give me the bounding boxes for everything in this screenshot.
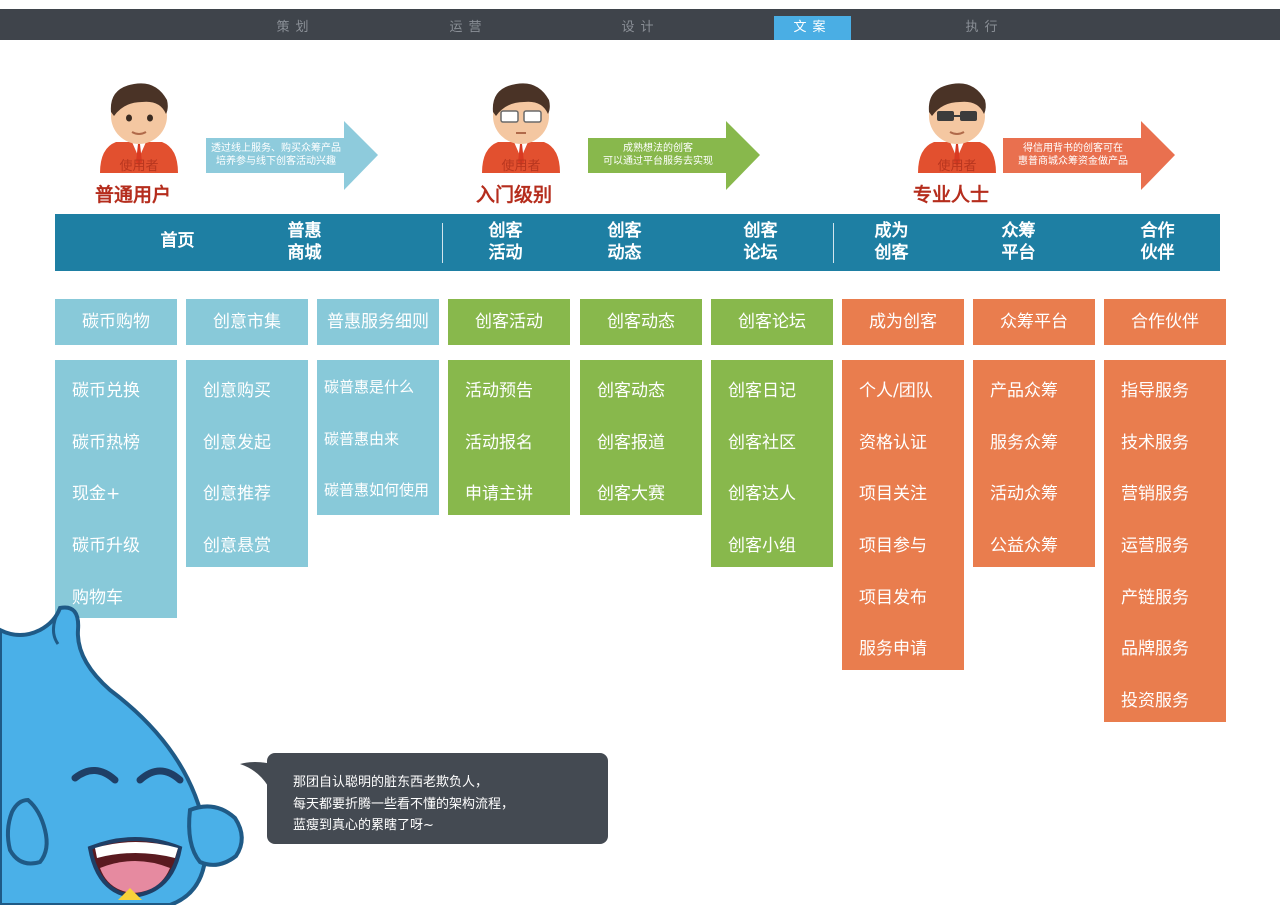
list-item[interactable]: 活动众筹	[990, 484, 1058, 505]
list-item[interactable]: 创客动态	[597, 381, 665, 401]
arrow-right-icon	[588, 121, 760, 190]
list-item[interactable]: 投资服务	[1121, 691, 1189, 712]
list-item[interactable]: 个人/团队	[859, 381, 933, 401]
persona-label-professional: 专业人士	[913, 184, 990, 206]
top-tab-bar: 策划 运营 设计 文案 执行	[0, 9, 1280, 40]
column-header[interactable]: 创客活动	[448, 299, 570, 345]
persona-avatar-icon: 使用者	[100, 83, 178, 174]
nav-partners[interactable]: 合作 伙伴	[1140, 221, 1175, 263]
tab-execution[interactable]: 执行	[965, 20, 1004, 35]
column-list: 创客动态 创客报道 创客大赛	[580, 360, 702, 516]
list-item[interactable]: 服务众筹	[990, 432, 1058, 453]
list-item[interactable]: 资格认证	[859, 432, 927, 453]
column-list: 指导服务 技术服务 营销服务 运营服务 产链服务 品牌服务 投资服务	[1104, 360, 1226, 722]
arrow-caption: 透过线上服务、购买众筹产品 培养参与线下创客活动兴趣	[211, 143, 341, 167]
list-item[interactable]: 创意悬赏	[203, 536, 271, 557]
list-item[interactable]: 创意购买	[203, 381, 271, 401]
nav-maker-news[interactable]: 创客 动态	[607, 221, 642, 263]
list-item[interactable]: 碳普惠如何使用	[324, 481, 430, 500]
tab-operations[interactable]: 运营	[449, 20, 488, 35]
column-list: 创客日记 创客社区 创客达人 创客小组	[711, 360, 833, 567]
nav-crowdfunding[interactable]: 众筹 平台	[1001, 221, 1036, 263]
list-item[interactable]: 创客社区	[728, 432, 796, 453]
main-nav-band: 首页 普惠 商城 创客 活动 创客 动态 创客 论坛 成为 创客 众筹 平台 合…	[55, 214, 1220, 271]
list-item[interactable]: 创客小组	[728, 536, 796, 557]
speech-bubble	[267, 753, 608, 844]
column-header[interactable]: 碳币购物	[55, 299, 177, 345]
arrow-caption: 得信用背书的创客可在 惠普商城众筹资金做产品	[1018, 143, 1128, 167]
persona-label-beginner: 入门级别	[476, 184, 553, 206]
list-item[interactable]: 项目参与	[859, 536, 927, 557]
svg-text:使用者: 使用者	[119, 158, 158, 174]
list-item[interactable]: 产链服务	[1121, 587, 1189, 608]
persona-label-regular-user: 普通用户	[95, 184, 172, 206]
list-item[interactable]: 营销服务	[1121, 484, 1189, 505]
column-list: 个人/团队 资格认证 项目关注 项目参与 项目发布 服务申请	[842, 360, 964, 671]
tab-copywriting[interactable]: 文案	[774, 16, 851, 40]
persona-avatar-icon: 使用者	[918, 83, 996, 174]
column-header[interactable]: 创意市集	[186, 299, 308, 345]
column-list: 碳币兑换 碳币热榜 现金+ 碳币升级 购物车	[55, 360, 177, 619]
column-list: 活动预告 活动报名 申请主讲	[448, 360, 570, 516]
list-item[interactable]: 碳币兑换	[72, 381, 140, 401]
list-item[interactable]: 购物车	[72, 587, 123, 608]
list-item[interactable]: 活动报名	[465, 432, 533, 453]
nav-maker-activities[interactable]: 创客 活动	[488, 221, 523, 263]
list-item[interactable]: 指导服务	[1121, 381, 1189, 401]
list-item[interactable]: 碳普惠由来	[324, 429, 400, 448]
svg-text:使用者: 使用者	[501, 158, 540, 174]
arrow-right-icon	[206, 121, 378, 190]
column-header[interactable]: 合作伙伴	[1104, 299, 1226, 345]
column-header[interactable]: 普惠服务细则	[317, 299, 439, 345]
column-header[interactable]: 众筹平台	[973, 299, 1095, 345]
list-item[interactable]: 现金+	[72, 484, 121, 505]
list-item[interactable]: 创客达人	[728, 484, 796, 505]
list-item[interactable]: 创意发起	[203, 432, 271, 453]
water-drop-mascot-icon	[0, 605, 244, 905]
svg-text:使用者: 使用者	[937, 158, 976, 174]
column-header[interactable]: 创客动态	[580, 299, 702, 345]
column-header[interactable]: 成为创客	[842, 299, 964, 345]
list-item[interactable]: 产品众筹	[990, 381, 1058, 401]
speech-bubble-line: 每天都要折腾一些看不懂的架构流程，	[293, 797, 515, 812]
nav-divider	[833, 223, 834, 263]
column-list: 碳普惠是什么 碳普惠由来 碳普惠如何使用	[317, 360, 439, 516]
speech-bubble-line: 蓝瘦到真心的累瞎了呀~	[293, 818, 434, 833]
list-item[interactable]: 碳币升级	[72, 536, 140, 557]
arrow-right-icon	[1003, 121, 1175, 190]
nav-maker-forum[interactable]: 创客 论坛	[743, 221, 778, 263]
persona-avatar-icon: 使用者	[482, 83, 560, 174]
arrow-caption: 成熟想法的创客 可以通过平台服务去实现	[603, 143, 713, 167]
tab-design[interactable]: 设计	[621, 20, 660, 35]
column-header[interactable]: 创客论坛	[711, 299, 833, 345]
list-item[interactable]: 申请主讲	[465, 484, 533, 505]
list-item[interactable]: 创客报道	[597, 432, 665, 453]
column-list: 产品众筹 服务众筹 活动众筹 公益众筹	[973, 360, 1095, 567]
list-item[interactable]: 项目关注	[859, 484, 927, 505]
list-item[interactable]: 活动预告	[465, 381, 533, 401]
list-item[interactable]: 碳普惠是什么	[324, 378, 415, 396]
list-item[interactable]: 运营服务	[1121, 536, 1189, 557]
speech-bubble-line: 那团自认聪明的脏东西老欺负人，	[293, 775, 489, 790]
list-item[interactable]: 服务申请	[859, 639, 927, 660]
list-item[interactable]: 创客日记	[728, 381, 796, 401]
nav-divider	[442, 223, 443, 263]
list-item[interactable]: 技术服务	[1121, 432, 1189, 453]
list-item[interactable]: 创意推荐	[203, 484, 271, 505]
list-item[interactable]: 创客大赛	[597, 484, 665, 505]
speech-bubble-tail	[240, 762, 272, 786]
list-item[interactable]: 碳币热榜	[72, 432, 140, 453]
list-item[interactable]: 公益众筹	[990, 536, 1058, 557]
tab-planning[interactable]: 策划	[276, 20, 315, 35]
nav-mall[interactable]: 普惠 商城	[287, 221, 322, 263]
nav-become-maker[interactable]: 成为 创客	[874, 221, 909, 263]
nav-home[interactable]: 首页	[160, 231, 195, 251]
list-item[interactable]: 项目发布	[859, 587, 927, 608]
column-list: 创意购买 创意发起 创意推荐 创意悬赏	[186, 360, 308, 567]
list-item[interactable]: 品牌服务	[1121, 639, 1189, 660]
